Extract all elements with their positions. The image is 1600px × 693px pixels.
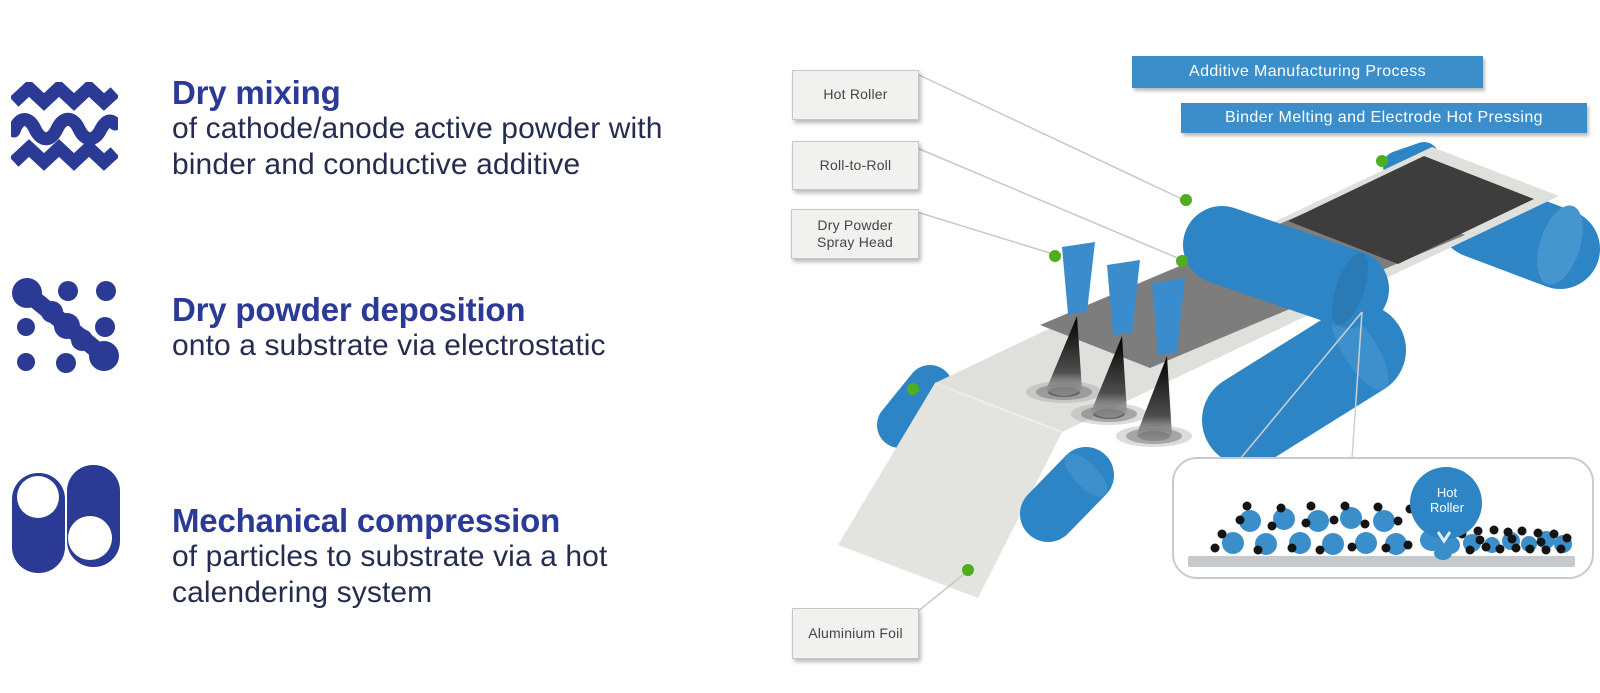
- callout-label: Spray Head: [817, 234, 893, 250]
- spray-heads: [1062, 242, 1185, 355]
- inset-compressed-layer: [1457, 525, 1572, 555]
- inset-substrate-bar: [1188, 556, 1575, 567]
- top-press-roller: [1183, 206, 1389, 328]
- feature-title: Dry powder deposition: [172, 291, 526, 328]
- inset-hot-roller-label: Hot Roller: [1430, 485, 1464, 515]
- waves-icon: [11, 82, 118, 171]
- callout-roll-to-roll: Roll-to-Roll: [792, 141, 919, 190]
- spray-plumes: [1026, 316, 1192, 447]
- callout-label: Dry Powder: [817, 216, 893, 233]
- inset-roller-chevron: [1436, 531, 1452, 544]
- compression-icon: [12, 465, 120, 573]
- feature-text-line: binder and conductive additive: [172, 148, 581, 181]
- feature-text-line: calendering system: [172, 576, 433, 609]
- callout-label: Roll-to-Roll: [819, 156, 892, 173]
- banner-label: Binder Melting and Electrode Hot Pressin…: [1225, 109, 1543, 126]
- feature-text-line: of cathode/anode active powder with: [172, 112, 663, 145]
- right-end-roller-cap: [1537, 205, 1583, 285]
- banner-additive-manufacturing: Additive Manufacturing Process: [1132, 56, 1483, 88]
- banner-label: Additive Manufacturing Process: [1189, 63, 1426, 80]
- callout-label: Hot Roller: [823, 86, 888, 103]
- feature-text-line: onto a substrate via electrostatic: [172, 329, 606, 362]
- inset-hot-roller-ball: [1410, 467, 1482, 539]
- inset-bubble: [1172, 457, 1594, 579]
- callout-label: Aluminium Foil: [808, 624, 903, 641]
- anchor-dots: [907, 155, 1388, 576]
- pressed-electrode-layer: [1288, 156, 1534, 264]
- feature-title: Mechanical compression: [172, 502, 561, 539]
- mid-roller: [1020, 447, 1114, 542]
- process-diagram-graphic: [838, 73, 1600, 613]
- particles-icon: [12, 278, 119, 373]
- inset-connector-lines: [1239, 311, 1363, 460]
- feature-title: Dry mixing: [172, 74, 341, 111]
- feature-text-line: of particles to substrate via a hot: [172, 540, 608, 573]
- inset-squeezed-particles: [1420, 529, 1460, 560]
- callout-hot-roller: Hot Roller: [792, 70, 919, 120]
- inset-loose-particles: [1210, 501, 1415, 555]
- bend-roller: [877, 365, 953, 448]
- leader-lines: [916, 73, 1185, 613]
- callout-aluminium-foil: Aluminium Foil: [792, 608, 919, 659]
- callout-dry-powder-spray-head: Dry Powder Spray Head: [791, 209, 919, 259]
- banner-binder-melting: Binder Melting and Electrode Hot Pressin…: [1181, 103, 1587, 133]
